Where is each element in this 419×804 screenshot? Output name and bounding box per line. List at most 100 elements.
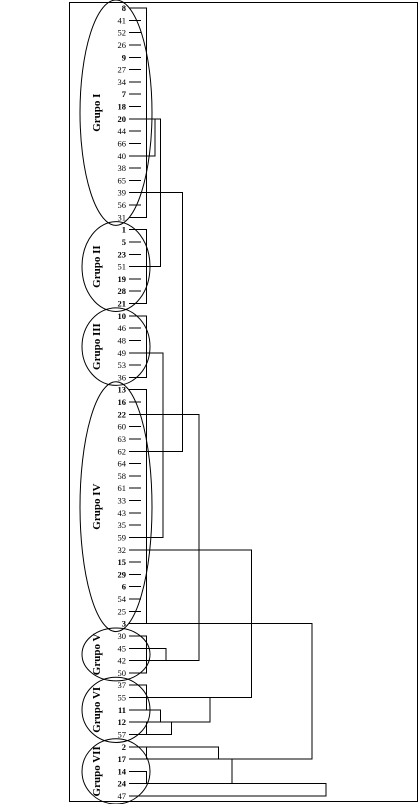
group-label: Grupo I (91, 94, 103, 132)
leaf-label: 5 (122, 237, 126, 247)
merge-link (141, 746, 219, 760)
group-ellipse (81, 738, 151, 804)
leaf-label: 42 (118, 656, 127, 666)
merge-link (141, 389, 148, 625)
leaf-label: 27 (118, 65, 127, 75)
leaf-label: 1 (122, 225, 126, 235)
leaf-label: 47 (118, 791, 127, 801)
merge-link (141, 635, 148, 674)
leaf-label: 34 (118, 77, 127, 87)
leaf-label: 17 (118, 754, 127, 764)
leaf-label: 15 (118, 557, 127, 567)
merge-link (141, 192, 183, 452)
merge-link (141, 413, 200, 662)
leaf-label: 63 (118, 434, 127, 444)
leaf-label: 7 (122, 89, 127, 99)
leaf-label: 48 (118, 335, 127, 345)
merge-link (141, 770, 148, 785)
leaf-label: 11 (118, 705, 126, 715)
leaf-label: 59 (118, 532, 127, 542)
leaf-label: 23 (118, 249, 127, 259)
merge-link (141, 709, 161, 723)
leaf-label: 33 (118, 496, 127, 506)
leaf-label: 64 (118, 459, 127, 469)
leaf-label: 25 (118, 606, 127, 616)
leaf-label: 19 (118, 274, 127, 284)
leaf-label: 28 (118, 286, 127, 296)
merge-link (141, 7, 148, 218)
leaf-label: 40 (118, 151, 127, 161)
merge-link (141, 647, 167, 662)
leaf-labels: 8415226927347182044664038653956311523511… (118, 3, 127, 801)
group-label: Grupo VI (91, 687, 103, 733)
leaf-label: 54 (118, 594, 127, 604)
leaf-label: 3 (122, 619, 126, 629)
leaf-label: 49 (118, 348, 127, 358)
group-ellipse (81, 307, 151, 386)
group-label: Grupo IV (91, 484, 103, 530)
merge-link (141, 315, 148, 378)
leaf-label: 53 (118, 360, 127, 370)
leaf-label: 2 (122, 742, 126, 752)
merge-link (141, 721, 172, 735)
leaf-label: 51 (118, 262, 127, 272)
group-label: Grupo III (91, 323, 103, 370)
leaf-label: 18 (118, 102, 127, 112)
leaf-label: 29 (118, 569, 127, 579)
leaf-label: 61 (118, 483, 127, 493)
group-ellipse (81, 627, 151, 682)
leaf-label: 38 (118, 163, 127, 173)
merge-link (141, 118, 156, 157)
leaf-label: 45 (118, 643, 127, 653)
leaf-label: 6 (122, 582, 126, 592)
merge-link (141, 783, 327, 797)
leaf-label: 22 (118, 409, 127, 419)
leaf-label: 39 (118, 188, 127, 198)
leaf-label: 30 (118, 631, 127, 641)
leaf-label: 14 (118, 766, 127, 776)
leaf-label: 36 (118, 372, 127, 382)
leaf-label: 20 (118, 114, 127, 124)
leaf-label: 56 (118, 200, 127, 210)
leaf-label: 46 (118, 323, 127, 333)
leaf-label: 10 (118, 311, 127, 321)
leaf-label: 35 (118, 520, 127, 530)
leaf-label: 44 (118, 126, 127, 136)
leaf-label: 21 (118, 299, 127, 309)
leaf-label: 55 (118, 693, 127, 703)
dendrogram-frame (69, 2, 418, 802)
group-annotations: Grupo I Grupo II Grupo III Grupo IV Grupo V G… (79, 0, 153, 804)
leaf-label: 8 (122, 3, 126, 13)
group-ellipse (79, 381, 153, 633)
group-ellipse (79, 0, 153, 226)
leaf-label: 65 (118, 175, 127, 185)
leaf-label: 26 (118, 40, 127, 50)
leaf-label: 12 (118, 717, 127, 727)
leaf-label: 62 (118, 446, 127, 456)
leaf-label: 57 (118, 729, 127, 739)
leaf-label: 41 (118, 15, 127, 25)
group-ellipse (81, 221, 151, 312)
leaf-label: 66 (118, 138, 127, 148)
group-label: Grupo II (91, 245, 103, 288)
leaf-label: 50 (118, 668, 127, 678)
leaf-label: 58 (118, 471, 127, 481)
group-label: Grupo VII (91, 746, 103, 796)
leaf-label: 32 (118, 545, 127, 555)
leaf-label: 9 (122, 52, 126, 62)
leaf-label: 43 (118, 508, 127, 518)
dendrogram-branches (129, 7, 327, 797)
group-ellipse (81, 676, 151, 743)
leaf-label: 37 (118, 680, 127, 690)
merge-link (141, 758, 233, 785)
leaf-label: 24 (118, 779, 127, 789)
leaf-label: 52 (118, 28, 127, 38)
leaf-label: 16 (118, 397, 127, 407)
merge-link (141, 623, 313, 760)
leaf-label: 60 (118, 422, 127, 432)
leaf-label: 13 (118, 385, 127, 395)
merge-link (141, 352, 164, 538)
leaf-label: 31 (118, 212, 127, 222)
group-label: Grupo V (91, 634, 103, 676)
